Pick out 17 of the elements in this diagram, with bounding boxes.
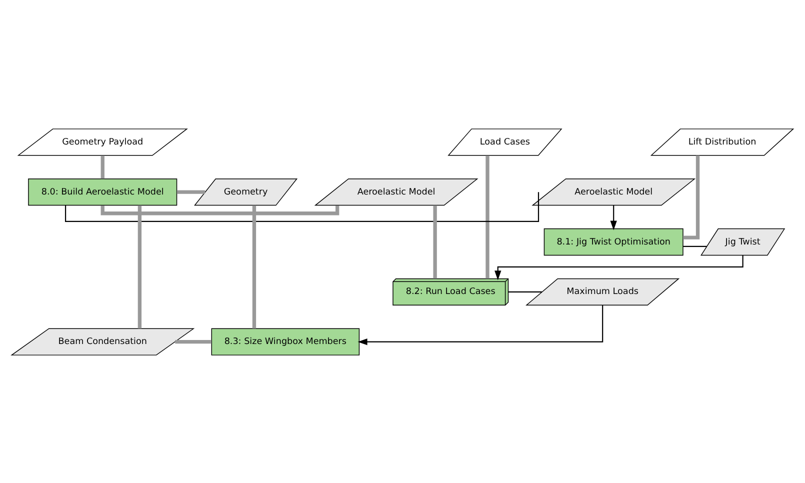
connector [433,204,437,278]
connector [508,290,542,292]
connector [176,190,206,194]
connector [138,204,142,328]
connector [175,340,212,344]
node-box: 8.0: Build Aeroelastic Model [28,178,178,206]
arrow [610,204,617,230]
connector [683,154,700,239]
connector [486,154,490,278]
connector [100,155,104,178]
node-box: 8.1: Jig Twist Optimisation [544,228,684,256]
connector [252,204,256,328]
connector [100,204,340,215]
node-box: 8.3: Size Wingbox Members [211,328,360,355]
connector [65,192,540,222]
arrow [358,304,604,345]
connector [683,245,707,246]
